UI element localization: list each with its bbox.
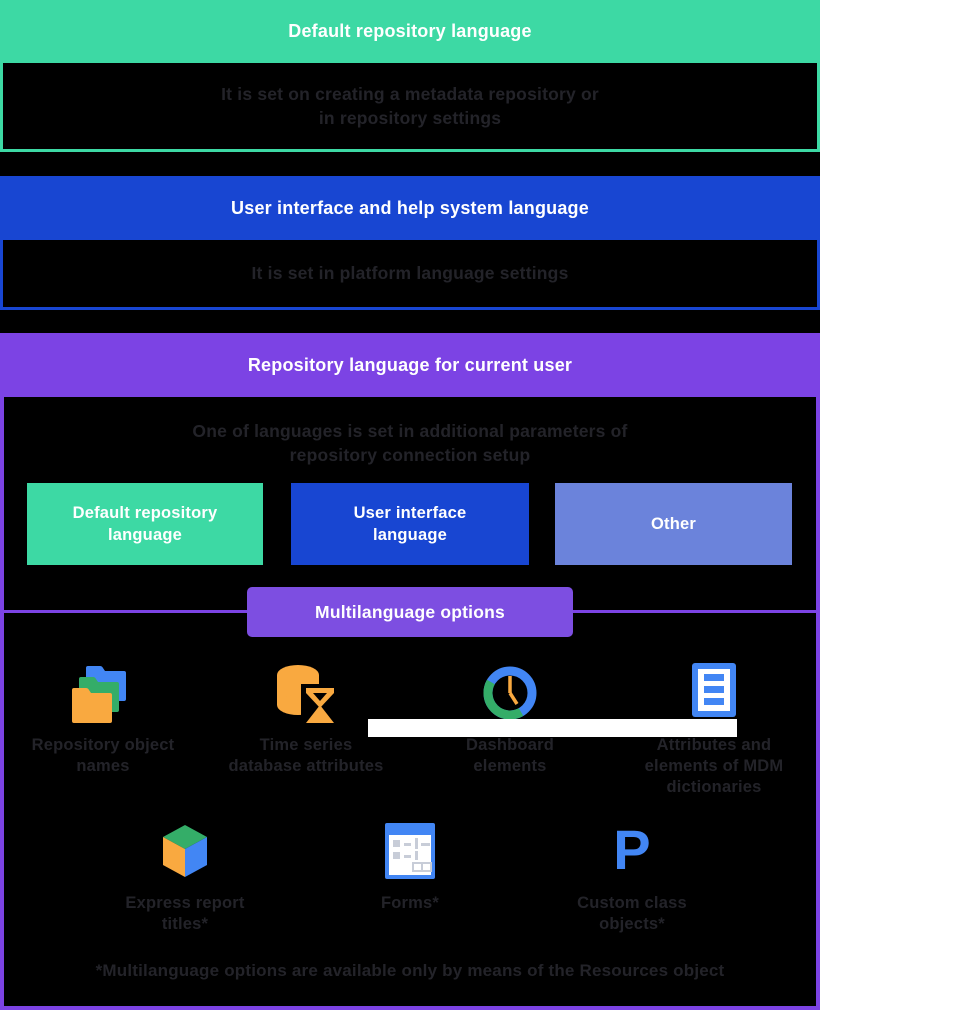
feature-label: Repository object names — [31, 736, 175, 775]
option-user-interface-language: User interface language — [291, 483, 529, 565]
feature-custom-class-objects: P Custom class objects* — [522, 818, 742, 935]
feature-time-series-database-attributes: Time series database attributes — [206, 663, 406, 777]
card-body: One of languages is set in additional pa… — [0, 397, 820, 1010]
option-default-repository-language: Default repository language — [27, 483, 263, 565]
mdm-list-icon — [692, 663, 736, 725]
feature-forms: Forms* — [300, 823, 520, 914]
card-title: User interface and help system language — [0, 176, 820, 240]
timeseries-database-icon — [274, 663, 338, 725]
feature-dashboard-elements: Dashboard elements — [410, 663, 610, 777]
card-title: Repository language for current user — [0, 333, 820, 397]
form-window-icon — [385, 823, 435, 881]
footnote-text: *Multilanguage options are available onl… — [95, 961, 725, 980]
card-body-text: It is set on creating a metadata reposit… — [0, 63, 820, 152]
feature-label: Dashboard elements — [466, 736, 554, 775]
feature-label: Custom class objects* — [577, 894, 687, 933]
content-column: Default repository language It is set on… — [0, 0, 820, 1010]
multilanguage-options-button: Multilanguage options — [247, 587, 573, 637]
feature-express-report-titles: Express report titles* — [75, 823, 295, 935]
white-bar-overlay — [368, 719, 737, 737]
card-ui-help-language: User interface and help system language … — [0, 176, 820, 310]
feature-label: Time series database attributes — [228, 736, 384, 775]
card-body-text: One of languages is set in additional pa… — [192, 421, 628, 465]
dashboard-clock-icon — [480, 663, 540, 725]
card-repository-language-current-user: Repository language for current user One… — [0, 333, 820, 1010]
express-report-cube-icon — [159, 823, 211, 881]
card-body-text: It is set in platform language settings — [0, 240, 820, 310]
feature-repository-object-names: Repository object names — [3, 663, 203, 777]
feature-mdm-dictionaries: Attributes and elements of MDM dictionar… — [614, 663, 814, 798]
feature-label: Express report titles* — [125, 894, 245, 933]
card-title: Default repository language — [0, 0, 820, 63]
feature-label: Forms* — [380, 894, 440, 912]
feature-label: Attributes and elements of MDM dictionar… — [644, 736, 784, 796]
folders-icon — [72, 663, 134, 725]
option-other: Other — [555, 483, 792, 565]
custom-class-p-icon: P — [613, 818, 651, 881]
card-default-repository-language: Default repository language It is set on… — [0, 0, 820, 152]
